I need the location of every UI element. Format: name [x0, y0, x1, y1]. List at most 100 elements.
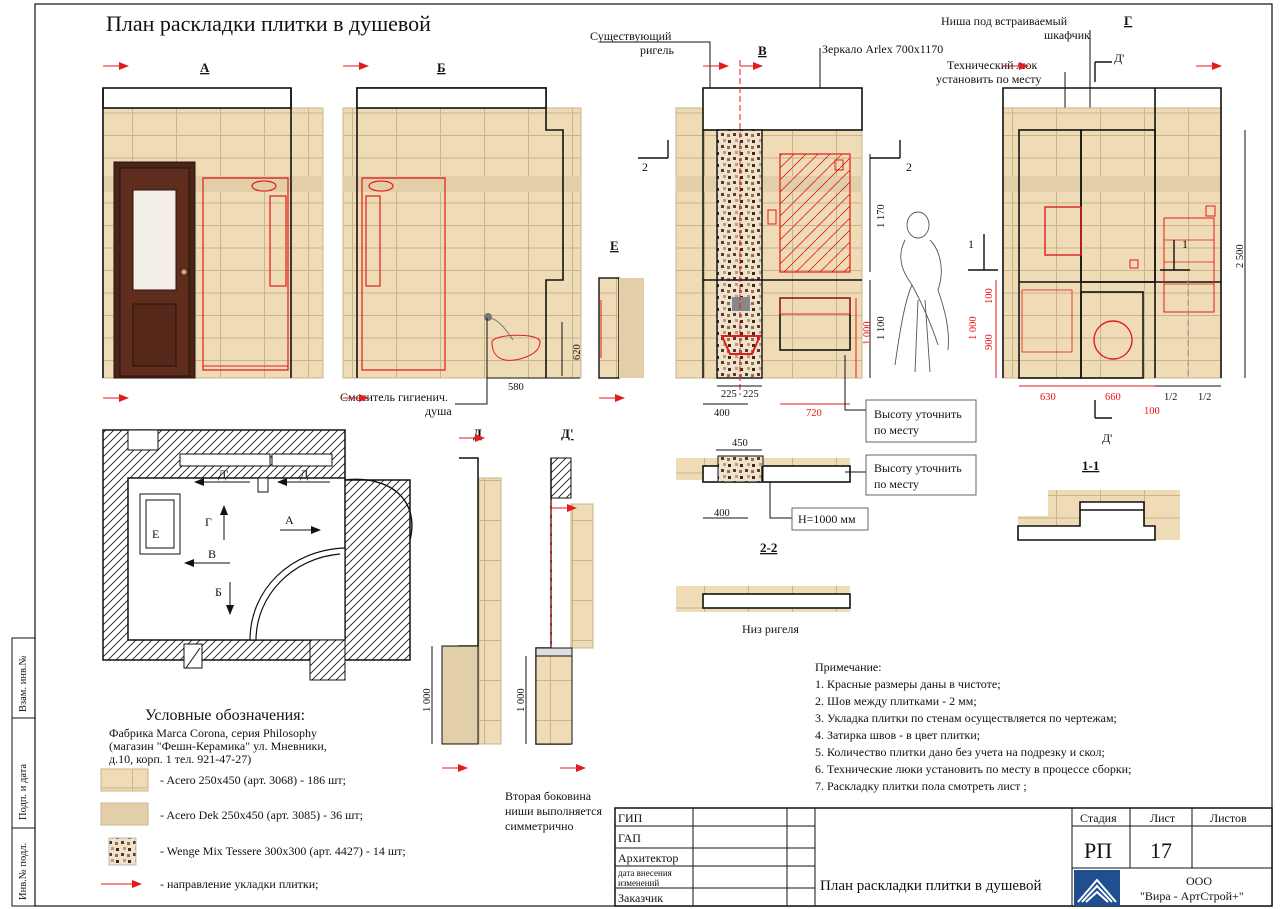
page-title: План раскладки плитки в душевой — [106, 11, 431, 36]
cut-label-d2-bottom: Д' — [1102, 431, 1112, 445]
dim-450: 450 — [732, 438, 748, 449]
callout-niche-2: шкафчик — [1044, 28, 1090, 42]
cut-label-1-left: 1 — [968, 237, 974, 251]
plan-label-d: Д — [300, 467, 308, 481]
plan-label-v: В — [208, 547, 216, 561]
swatch-wenge — [108, 837, 137, 866]
sheet-label: Лист — [1150, 811, 1176, 825]
company-logo-icon — [1074, 870, 1120, 906]
callout-height-1a: Высоту уточнить — [874, 407, 962, 421]
niche-side-1: Вторая боковина — [505, 789, 592, 803]
role-gip: ГИП — [618, 811, 643, 825]
dim-225-b: 225 — [743, 389, 759, 400]
callout-rigel-bottom: Низ ригеля — [742, 622, 799, 636]
callout-hatch-1: Технический люк — [947, 58, 1037, 72]
sheet-value: 17 — [1150, 838, 1172, 863]
callout-rigel-2: ригель — [640, 43, 675, 57]
section-2-2: 450 400 Н=1000 мм Высоту уточнить по мес… — [676, 438, 977, 636]
callout-rigel-1: Существующий — [590, 29, 672, 43]
elevation-v: В Существующий ригель Зеркало Arlex 700x… — [590, 29, 977, 443]
callout-mirror: Зеркало Arlex 700x1170 — [822, 42, 943, 56]
dim-1000-v: 1 000 — [862, 321, 873, 345]
dim-half-2: 1/2 — [1198, 392, 1211, 403]
view-label-b: Б — [437, 60, 446, 75]
role-change-date-2: изменений — [618, 878, 659, 888]
dim-225-a: 225 — [721, 389, 737, 400]
dim-100-left: 100 — [984, 288, 995, 304]
role-change-date-1: дата внесения — [618, 868, 672, 878]
note-2: 2. Шов между плитками - 2 мм; — [815, 694, 977, 708]
note-5: 5. Количество плитки дано без учета на п… — [815, 745, 1105, 759]
legend-factory-3: д.10, корп. 1 тел. 921-47-27) — [109, 752, 251, 766]
section-d: Д 1 000 — [422, 426, 502, 772]
cut-label-2-right: 2 — [906, 160, 912, 174]
view-label-2-2: 2-2 — [760, 540, 777, 555]
role-gap: ГАП — [618, 831, 641, 845]
dim-100-bottom: 100 — [1144, 406, 1160, 417]
view-label-d2: Д' — [561, 426, 574, 441]
side-stamps: Взам. инв.№ Подп. и дата Инв.№ подл. — [11, 637, 36, 907]
swatch-acero-dek — [100, 802, 149, 826]
plan-label-g: Г — [205, 515, 212, 529]
dim-400-a: 400 — [714, 408, 730, 419]
elevation-g: Г Ниша под встраиваемый шкафчик Техничес… — [936, 13, 1246, 445]
dim-half-1: 1/2 — [1164, 392, 1177, 403]
legend-item-wenge: - Wenge Mix Tessere 300x300 (арт. 4427) … — [160, 844, 406, 858]
title-block: ГИП ГАП Архитектор дата внесения изменен… — [614, 807, 1273, 907]
plan-label-d2: Д' — [218, 467, 228, 481]
callout-height-2a: Высоту уточнить — [874, 461, 962, 475]
dim-1170: 1 170 — [876, 204, 887, 228]
view-label-1-1: 1-1 — [1082, 458, 1099, 473]
sheets-label: Листов — [1210, 811, 1247, 825]
swatch-acero — [100, 768, 149, 792]
dim-1100: 1 100 — [876, 316, 887, 340]
plan-label-e: Е — [152, 527, 159, 541]
legend-item-direction: - направление укладки плитки; — [160, 877, 319, 891]
company-line-2: "Вира - АртСтрой+" — [1140, 889, 1244, 903]
note-4: 4. Затирка швов - в цвет плитки; — [815, 728, 980, 742]
note-6: 6. Технические люки установить по месту … — [815, 762, 1131, 776]
company-line-1: ООО — [1186, 874, 1212, 888]
elevation-b: Б 620 580 Смеситель гигиенич. душа — [340, 60, 583, 418]
cut-label-d2-top: Д' — [1114, 51, 1124, 65]
niche-side-2: ниши выполняется — [505, 804, 602, 818]
view-label-e: Е — [610, 238, 619, 253]
note-7: 7. Раскладку плитки пола смотреть лист ; — [815, 779, 1027, 793]
note-3: 3. Укладка плитки по стенам осуществляет… — [815, 711, 1117, 725]
dim-1000-d2: 1 000 — [516, 688, 527, 712]
stage-label: Стадия — [1080, 811, 1117, 825]
section-1-1: 1-1 — [1017, 458, 1180, 541]
stamp-sign: Подп. и дата — [18, 764, 29, 820]
stamp-replace: Взам. инв.№ — [18, 655, 29, 712]
view-label-d: Д — [473, 426, 482, 441]
stage-value: РП — [1084, 838, 1112, 863]
dim-630: 630 — [1040, 392, 1056, 403]
dim-400-b: 400 — [714, 508, 730, 519]
legend-factory-1: Фабрика Marca Corona, серия Philosophy — [109, 726, 317, 740]
elevation-a: А — [102, 60, 324, 402]
dim-620: 620 — [572, 344, 583, 360]
stamp-inventory: Инв.№ подл. — [18, 843, 29, 900]
note-1: 1. Красные размеры даны в чистоте; — [815, 677, 1001, 691]
callout-mixer-2: душа — [425, 404, 452, 418]
dim-580: 580 — [508, 382, 524, 393]
legend-title: Условные обозначения: — [145, 707, 305, 724]
notes: Примечание: 1. Красные размеры даны в чи… — [815, 660, 1131, 793]
callout-height-2b: по месту — [874, 477, 919, 491]
view-label-g: Г — [1124, 13, 1132, 28]
niche-side-3: симметрично — [505, 819, 574, 833]
role-architect: Архитектор — [618, 851, 678, 865]
callout-hatch-2: установить по месту — [936, 72, 1041, 86]
elevation-e: Е — [598, 238, 644, 402]
floor-plan: Д' Д Г А Е В Б — [102, 429, 413, 681]
legend-factory-2: (магазин "Фешн-Керамика" ул. Мневники, — [109, 739, 327, 753]
woman-figure-icon — [894, 211, 949, 373]
callout-mixer-1: Смеситель гигиенич. — [340, 390, 448, 404]
role-customer: Заказчик — [618, 891, 663, 905]
section-d2: Д' 1 000 Вторая боковина ниши выполняетс… — [505, 426, 602, 833]
dim-2500: 2 500 — [1235, 244, 1246, 268]
dim-1000-g: 1 000 — [968, 316, 979, 340]
door-icon — [113, 161, 196, 379]
dim-1000-d: 1 000 — [422, 688, 433, 712]
